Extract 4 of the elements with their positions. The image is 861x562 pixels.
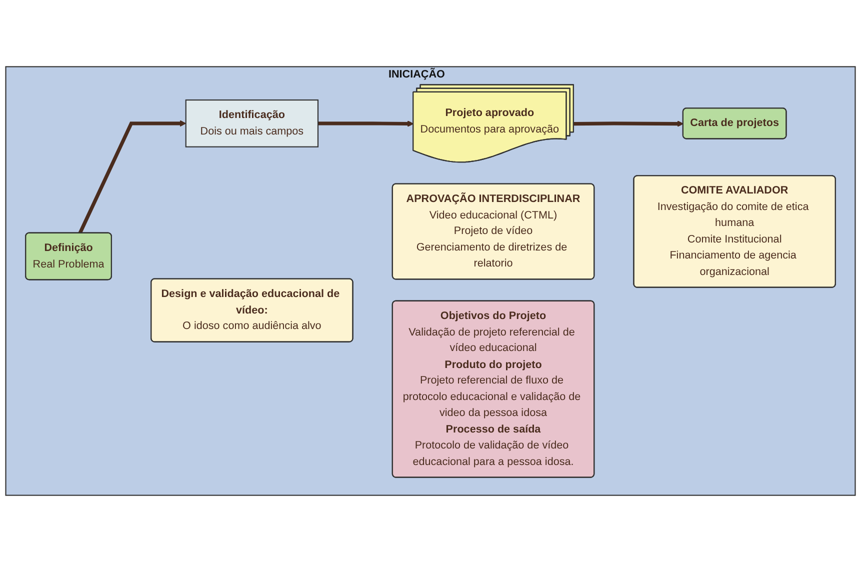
arrow — [574, 120, 684, 127]
arrow — [78, 120, 186, 234]
arrow — [318, 120, 414, 127]
node-box: Identificação Dois ou mais campos — [185, 99, 319, 148]
